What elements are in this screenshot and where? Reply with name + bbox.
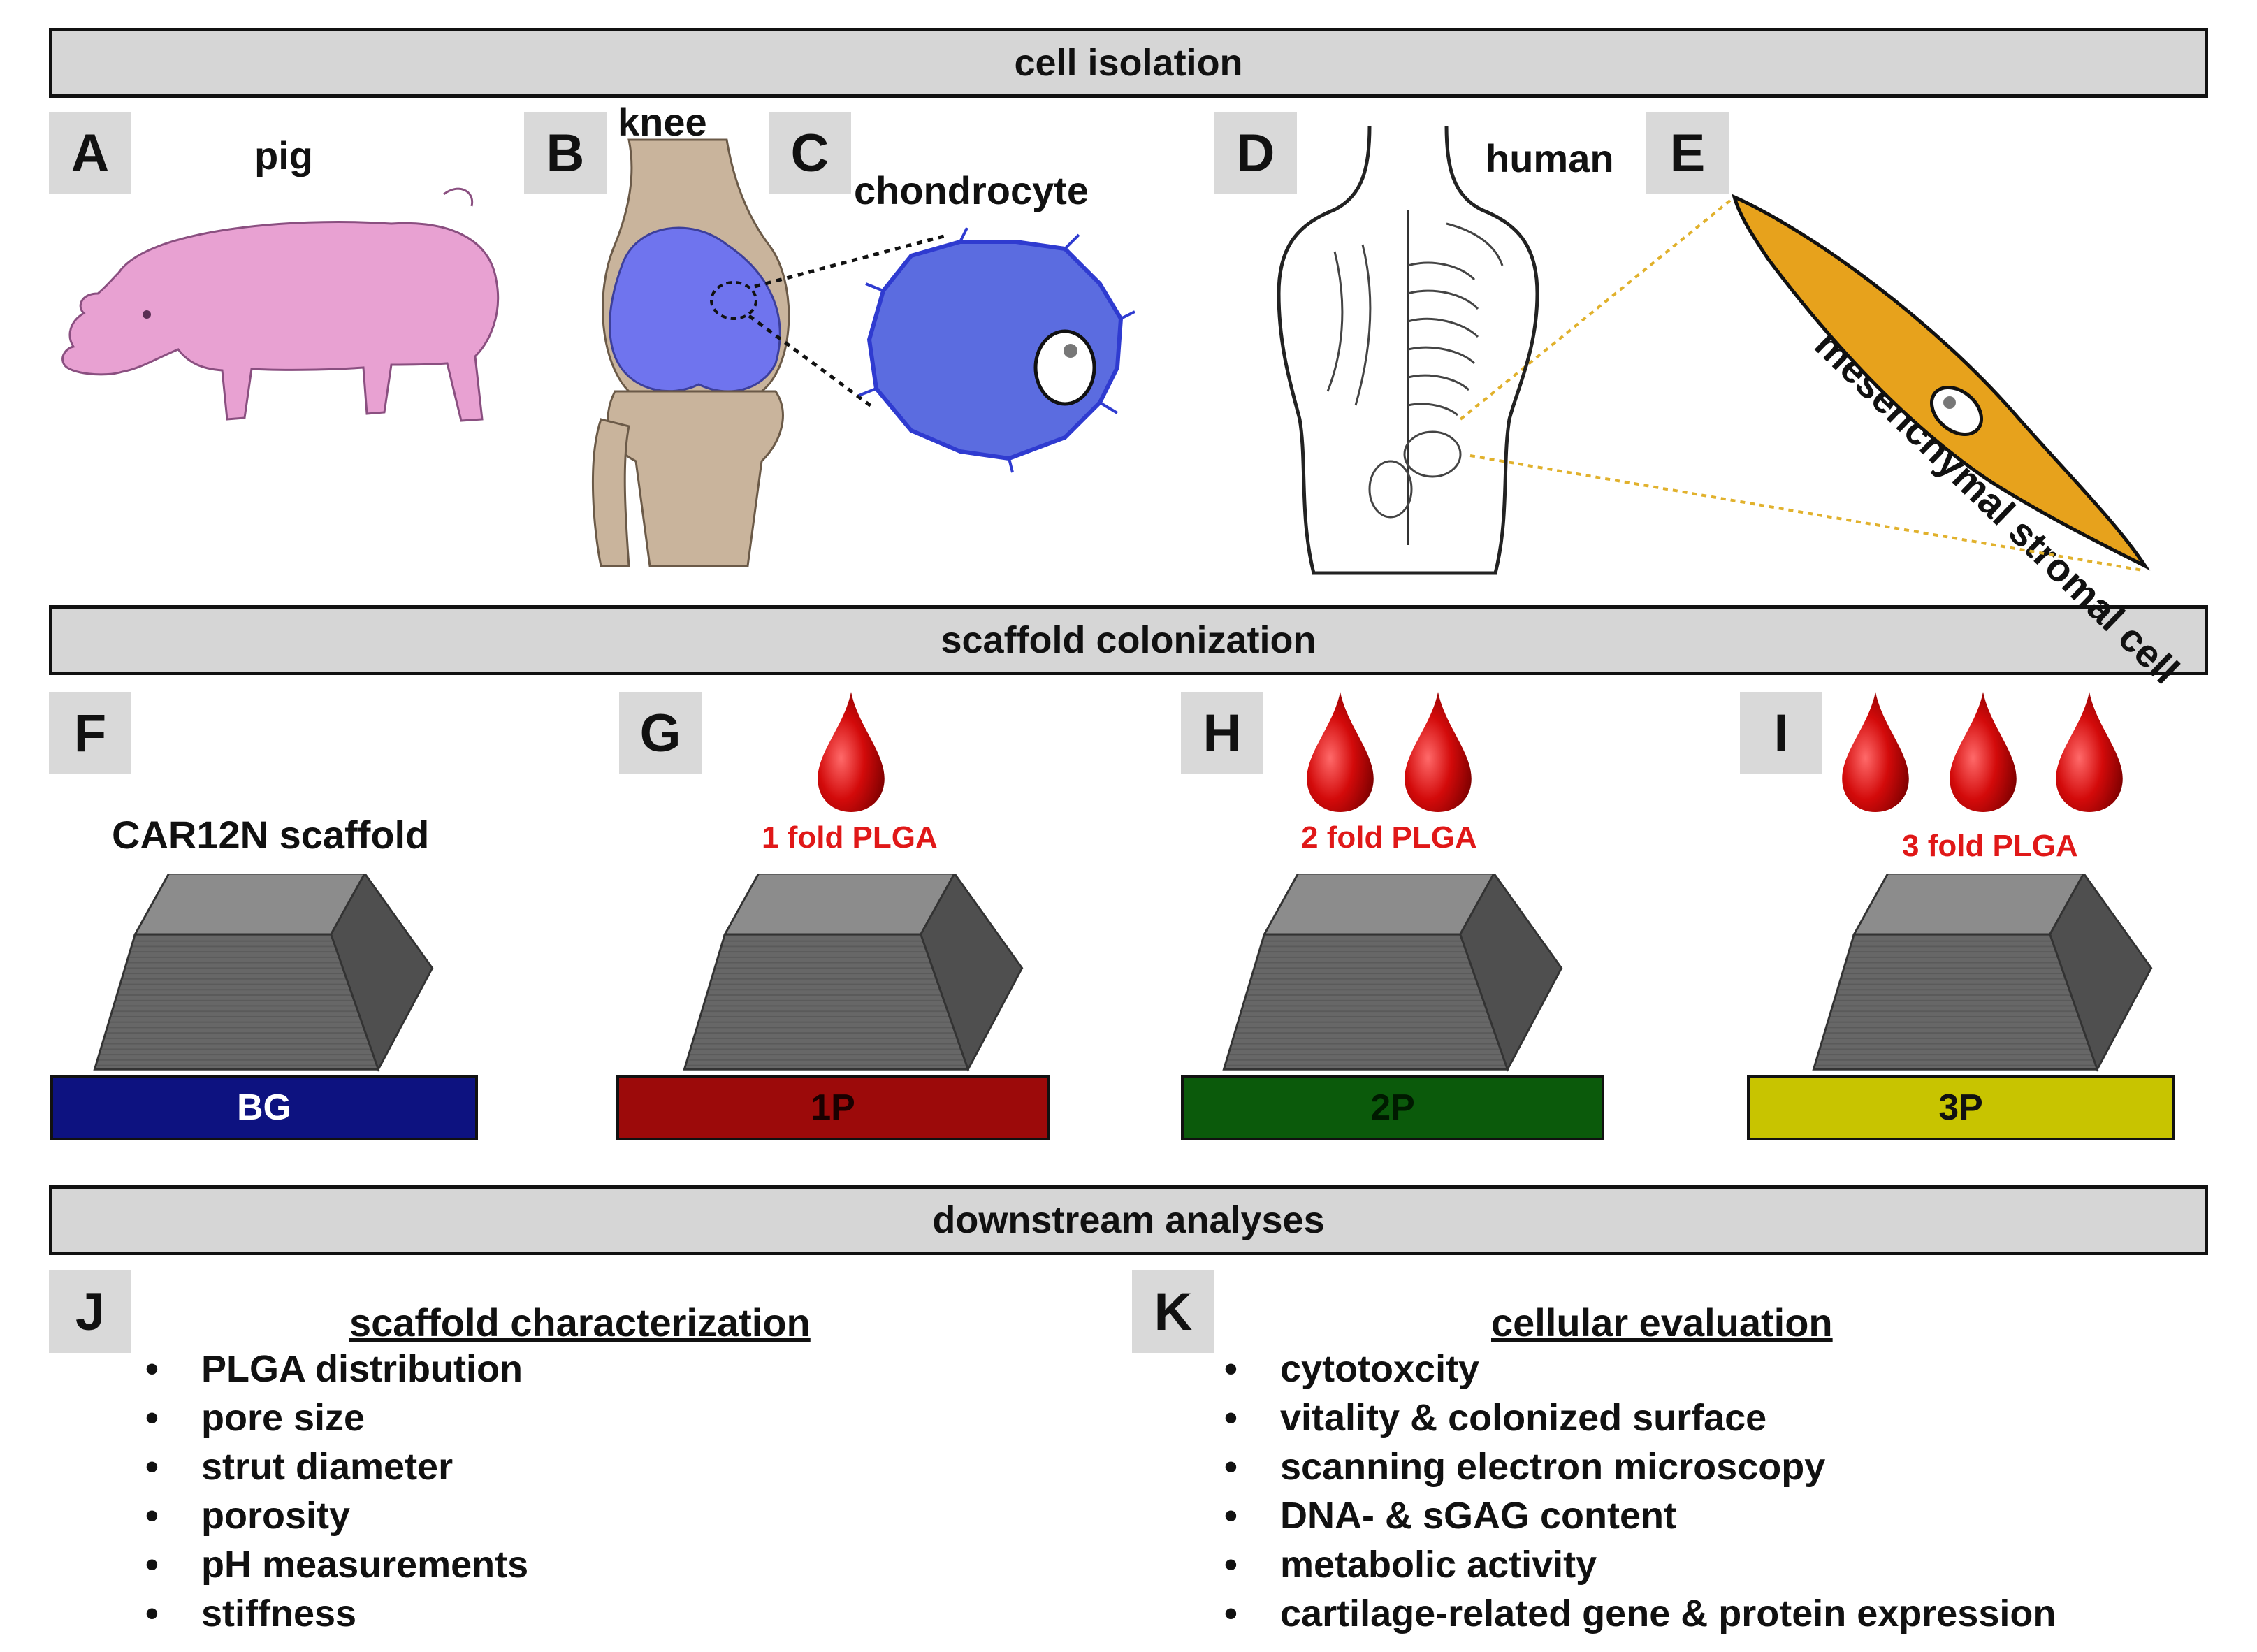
scaffold-characterization-list: PLGA distribution pore size strut diamet… bbox=[145, 1345, 528, 1638]
group-bar-2p: 2P bbox=[1181, 1075, 1604, 1140]
label-human: human bbox=[1486, 136, 1614, 180]
list-item: vitality & colonized surface bbox=[1224, 1393, 2056, 1442]
cellular-evaluation-title: cellular evaluation bbox=[1491, 1300, 1833, 1345]
scaffold-block bbox=[93, 874, 434, 1071]
list-item: cytotoxcity bbox=[1224, 1345, 2056, 1393]
group-code: 3P bbox=[1938, 1087, 1983, 1128]
group-code: 1P bbox=[811, 1087, 855, 1128]
scaffold-block bbox=[1222, 874, 1563, 1071]
section-banner-scaffold-colonization: scaffold colonization bbox=[49, 605, 2208, 675]
scaffold-block bbox=[1812, 874, 2153, 1071]
label-plga-3p: 3 fold PLGA bbox=[1902, 829, 2078, 863]
list-item: stiffness bbox=[145, 1589, 528, 1638]
cellular-evaluation-list: cytotoxcity vitality & colonized surface… bbox=[1224, 1345, 2056, 1638]
label-chondrocyte: chondrocyte bbox=[854, 168, 1089, 212]
panel-letter-c: C bbox=[769, 112, 851, 194]
msc-illustration bbox=[1732, 194, 2151, 571]
label-pig: pig bbox=[254, 133, 313, 177]
list-item: pH measurements bbox=[145, 1540, 528, 1589]
group-code: 2P bbox=[1370, 1087, 1415, 1128]
panel-letter-e: E bbox=[1646, 112, 1729, 194]
list-item: metabolic activity bbox=[1224, 1540, 2056, 1589]
section-title: scaffold colonization bbox=[941, 619, 1316, 661]
list-item: pore size bbox=[145, 1393, 528, 1442]
panel-letter-g: G bbox=[619, 692, 702, 774]
section-title: downstream analyses bbox=[932, 1199, 1325, 1241]
panel-letter-b: B bbox=[524, 112, 607, 194]
label-scaffold: CAR12N scaffold bbox=[112, 813, 430, 857]
list-item: scanning electron microscopy bbox=[1224, 1442, 2056, 1491]
list-item: PLGA distribution bbox=[145, 1345, 528, 1393]
panel-letter-h: H bbox=[1181, 692, 1263, 774]
panel-letter-i: I bbox=[1740, 692, 1822, 774]
panel-letter-k: K bbox=[1132, 1270, 1214, 1353]
chondrocyte-illustration bbox=[858, 227, 1135, 473]
panel-letter-a: A bbox=[49, 112, 131, 194]
panel-letter-j: J bbox=[49, 1270, 131, 1353]
label-knee: knee bbox=[618, 100, 707, 144]
group-code: BG bbox=[237, 1087, 291, 1128]
section-title: cell isolation bbox=[1014, 42, 1243, 84]
label-plga-2p: 2 fold PLGA bbox=[1301, 820, 1477, 855]
section-banner-downstream-analyses: downstream analyses bbox=[49, 1185, 2208, 1255]
panel-letter-f: F bbox=[49, 692, 131, 774]
label-plga-1p: 1 fold PLGA bbox=[762, 820, 938, 855]
panel-letter-d: D bbox=[1214, 112, 1297, 194]
knee-illustration bbox=[591, 138, 790, 567]
group-bar-1p: 1P bbox=[616, 1075, 1050, 1140]
list-item: DNA- & sGAG content bbox=[1224, 1491, 2056, 1540]
list-item: strut diameter bbox=[145, 1442, 528, 1491]
scaffold-block bbox=[683, 874, 1024, 1071]
scaffold-characterization-title: scaffold characterization bbox=[349, 1300, 811, 1345]
section-banner-cell-isolation: cell isolation bbox=[49, 28, 2208, 98]
group-bar-bg: BG bbox=[50, 1075, 478, 1140]
list-item: porosity bbox=[145, 1491, 528, 1540]
human-illustration bbox=[1277, 125, 1539, 575]
list-item: cartilage-related gene & protein express… bbox=[1224, 1589, 2056, 1638]
pig-illustration bbox=[61, 187, 500, 422]
group-bar-3p: 3P bbox=[1747, 1075, 2175, 1140]
